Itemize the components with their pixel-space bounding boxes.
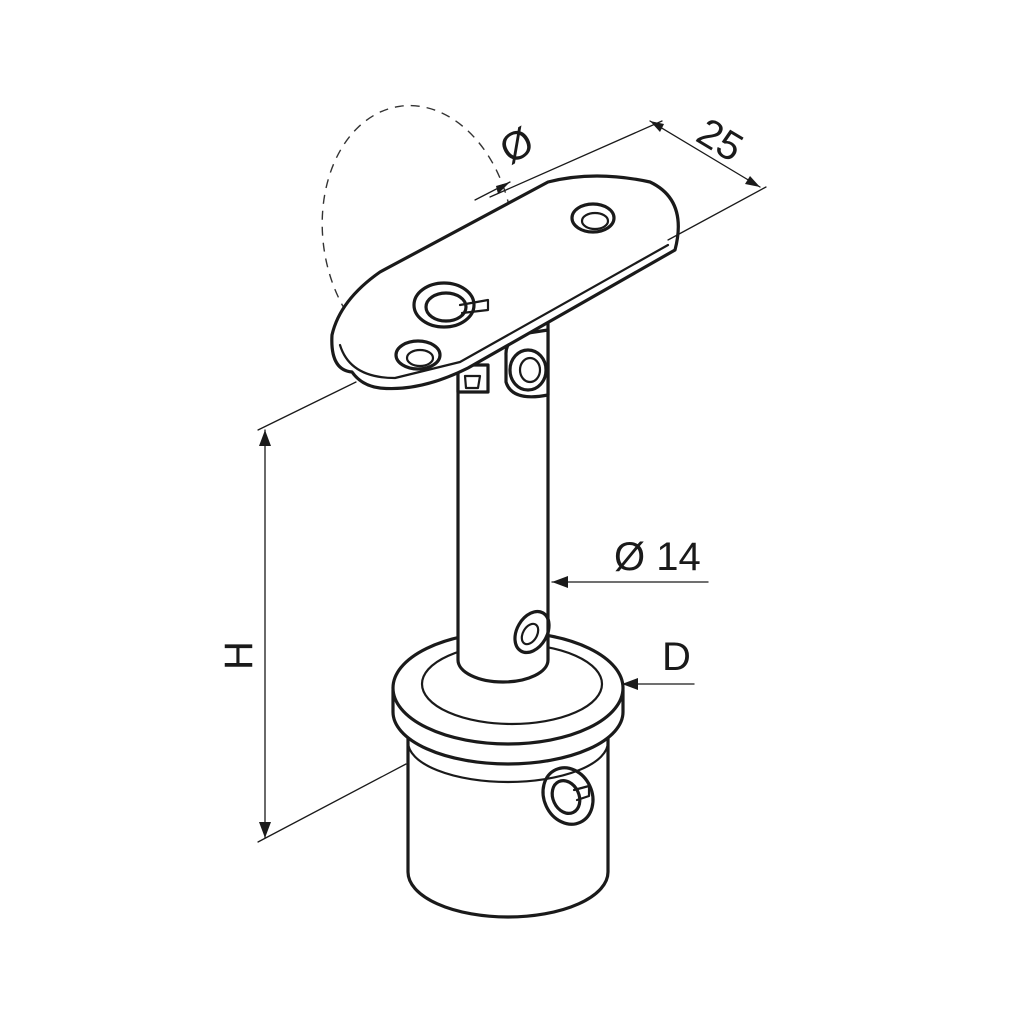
tube-set-screw — [513, 609, 551, 655]
tube-diameter-dimension: Ø 14 — [551, 535, 709, 588]
base-diameter-dimension: D — [621, 635, 695, 690]
width-label: 25 — [689, 110, 750, 171]
support-tube — [456, 318, 551, 684]
base-cup — [391, 630, 625, 919]
plate-hole-left — [394, 339, 442, 371]
base-diameter-label: D — [662, 635, 691, 679]
handrail-diameter-dimension: Ø — [474, 119, 542, 201]
saddle-plate — [330, 174, 680, 391]
plate-center-screw — [412, 281, 490, 329]
height-dimension: H — [217, 381, 407, 843]
handrail-diameter-label: Ø — [493, 119, 542, 173]
height-label: H — [217, 641, 261, 670]
tube-diameter-label: Ø 14 — [614, 535, 701, 579]
base-set-screw — [541, 766, 595, 826]
plate-hole-right — [570, 202, 616, 234]
